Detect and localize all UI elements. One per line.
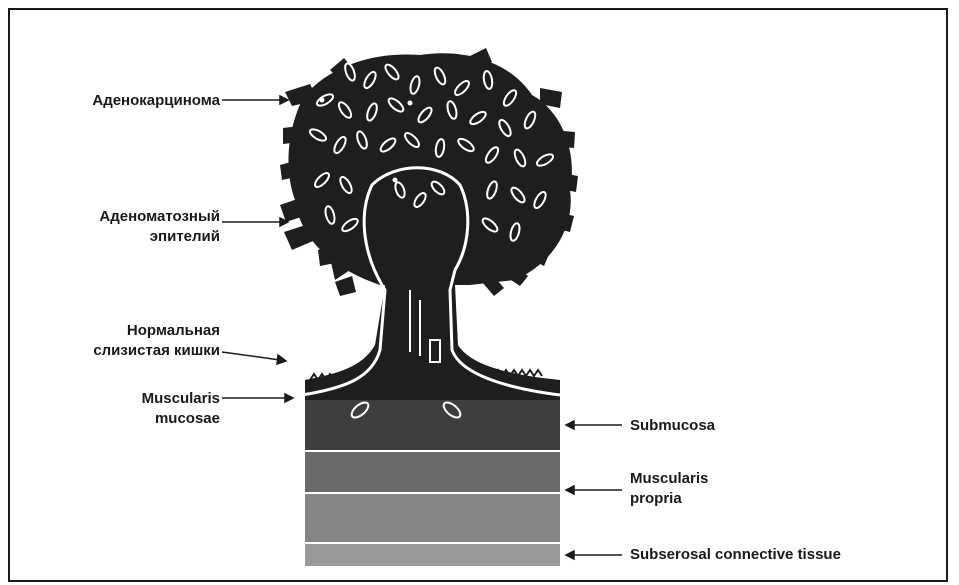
- label-muscularis-mucosae-line1: Muscularis: [30, 390, 220, 408]
- label-normal-mucosa-line1: Нормальная: [30, 322, 220, 340]
- label-normal-mucosa-line2: слизистая кишки: [30, 342, 220, 360]
- label-subserosal: Subserosal connective tissue: [630, 546, 841, 564]
- subserosal-layer: [305, 544, 560, 566]
- label-adenocarcinoma: Аденокарцинома: [30, 92, 220, 110]
- label-submucosa: Submucosa: [630, 417, 715, 435]
- submucosa-layer: [305, 400, 560, 450]
- muscularis-propria-inner-layer: [305, 452, 560, 492]
- label-muscularis-mucosae-line2: mucosae: [30, 410, 220, 428]
- label-arrows: [222, 96, 293, 402]
- label-muscularis-propria-line2: propria: [630, 490, 682, 508]
- normal-mucosa: [305, 285, 560, 392]
- right-label-arrows: [566, 421, 622, 559]
- label-muscularis-propria-line1: Muscularis: [630, 470, 708, 488]
- muscularis-propria-outer-layer: [305, 494, 560, 542]
- label-adenomatous-line1: Аденоматозный: [30, 208, 220, 226]
- label-adenomatous-line2: эпителий: [30, 228, 220, 246]
